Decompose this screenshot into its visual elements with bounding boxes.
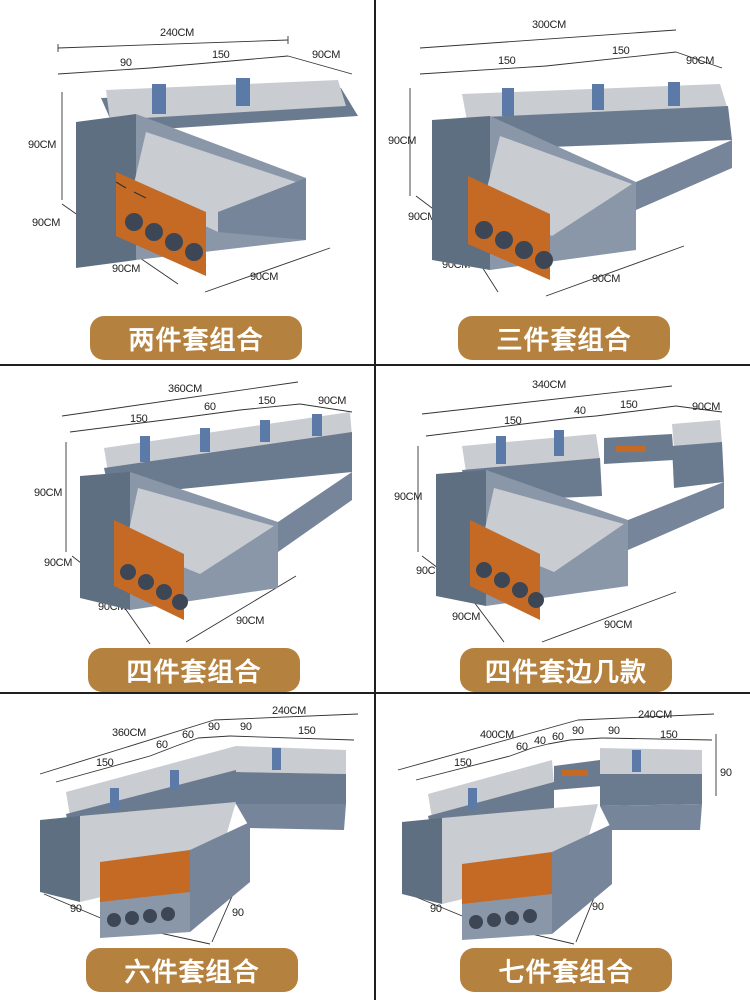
dim-front: 90CM [250, 271, 278, 283]
panel-two-piece: 240CM 90 150 90CM 90CM 90CM 90CM 90CM [0, 0, 374, 364]
dim-s6: 90 [608, 725, 620, 737]
dim-total: 400CM [480, 729, 514, 741]
sofa-illustration: 300CM 150 150 90CM 90CM 90CM 90CM 90CM [388, 19, 732, 297]
dim-s4: 90 [208, 721, 220, 733]
dim-s4: 60 [552, 731, 564, 743]
dim-front: 90CM [236, 615, 264, 627]
dim-seg2: 150 [612, 45, 630, 57]
sofa-illustration: 360CM 150 60 150 90CM 90CM 90CM 90CM 90C… [34, 381, 353, 645]
dim-depth1: 90CM [32, 217, 60, 229]
dim-s6: 150 [298, 725, 316, 737]
dim-depth2: 90CM [112, 263, 140, 275]
divider-row-1 [0, 364, 750, 366]
label-badge: 四件套组合 [88, 648, 300, 692]
dim-depth1: 90CM [44, 557, 72, 569]
panel-seven-piece: 400CM 240CM 150 60 40 60 90 90 150 90 90… [376, 694, 750, 1000]
dim-seg2: 150 [620, 399, 638, 411]
dim-seg1: 90 [120, 57, 132, 69]
panel-four-piece: 360CM 150 60 150 90CM 90CM 90CM 90CM 90C… [0, 366, 374, 692]
dim-s5: 90 [572, 725, 584, 737]
dim-d1: 90 [430, 903, 442, 915]
dim-d1: 90 [70, 903, 82, 915]
dim-right: 90CM [692, 401, 720, 413]
label-badge: 七件套组合 [460, 948, 672, 992]
dim-s1: 150 [96, 757, 114, 769]
dim-front: 90CM [604, 619, 632, 631]
dim-seg-mid: 40 [574, 405, 586, 417]
dim-total-right: 240CM [638, 709, 672, 721]
dim-d3: 90 [232, 907, 244, 919]
panel-three-piece: 300CM 150 150 90CM 90CM 90CM 90CM 90CM [376, 0, 750, 364]
dim-seg2: 150 [258, 395, 276, 407]
sofa-illustration: 340CM 150 40 150 90CM 90CM 90CM 90CM 90C… [394, 379, 724, 643]
panel-six-piece: 360CM 240CM 150 60 60 90 90 150 90 90 90 [0, 694, 374, 1000]
dim-total-right: 240CM [272, 705, 306, 717]
dim-s5: 90 [240, 721, 252, 733]
dim-total: 360CM [168, 383, 202, 395]
sofa-illustration: 240CM 90 150 90CM 90CM 90CM 90CM 90CM [28, 27, 358, 293]
dim-s2: 60 [516, 741, 528, 753]
dim-front: 90CM [592, 273, 620, 285]
divider-vertical [374, 0, 376, 1000]
dim-s1: 150 [454, 757, 472, 769]
dim-total: 340CM [532, 379, 566, 391]
dim-s2: 60 [156, 739, 168, 751]
dim-total: 360CM [112, 727, 146, 739]
sofa-illustration: 400CM 240CM 150 60 40 60 90 90 150 90 90… [397, 709, 732, 945]
dim-seg1: 150 [498, 55, 516, 67]
dim-height: 90CM [394, 491, 422, 503]
dim-seg2: 150 [212, 49, 230, 61]
label-badge: 四件套边几款 [460, 648, 672, 692]
dim-s3: 60 [182, 729, 194, 741]
dim-seg1: 150 [130, 413, 148, 425]
dim-height: 90CM [28, 139, 56, 151]
dim-s3: 40 [534, 735, 546, 747]
dim-right: 90CM [318, 395, 346, 407]
dim-total: 300CM [532, 19, 566, 31]
label-badge: 两件套组合 [90, 316, 302, 360]
dim-seg-mid: 60 [204, 401, 216, 413]
dim-depth1: 90CM [408, 211, 436, 223]
sofa-illustration: 360CM 240CM 150 60 60 90 90 150 90 90 90 [39, 705, 359, 945]
dim-total: 240CM [160, 27, 194, 39]
dim-depth2: 90CM [452, 611, 480, 623]
dim-right: 90CM [312, 49, 340, 61]
divider-row-2 [0, 692, 750, 694]
dim-height: 90CM [34, 487, 62, 499]
dim-right: 90CM [686, 55, 714, 67]
label-badge: 三件套组合 [458, 316, 670, 360]
dim-d3: 90 [592, 901, 604, 913]
dim-height: 90CM [388, 135, 416, 147]
dim-seg1: 150 [504, 415, 522, 427]
label-badge: 六件套组合 [86, 948, 298, 992]
panel-four-piece-side-table: 340CM 150 40 150 90CM 90CM 90CM 90CM 90C… [376, 366, 750, 692]
dim-s7: 150 [660, 729, 678, 741]
dim-height: 90 [720, 767, 732, 779]
